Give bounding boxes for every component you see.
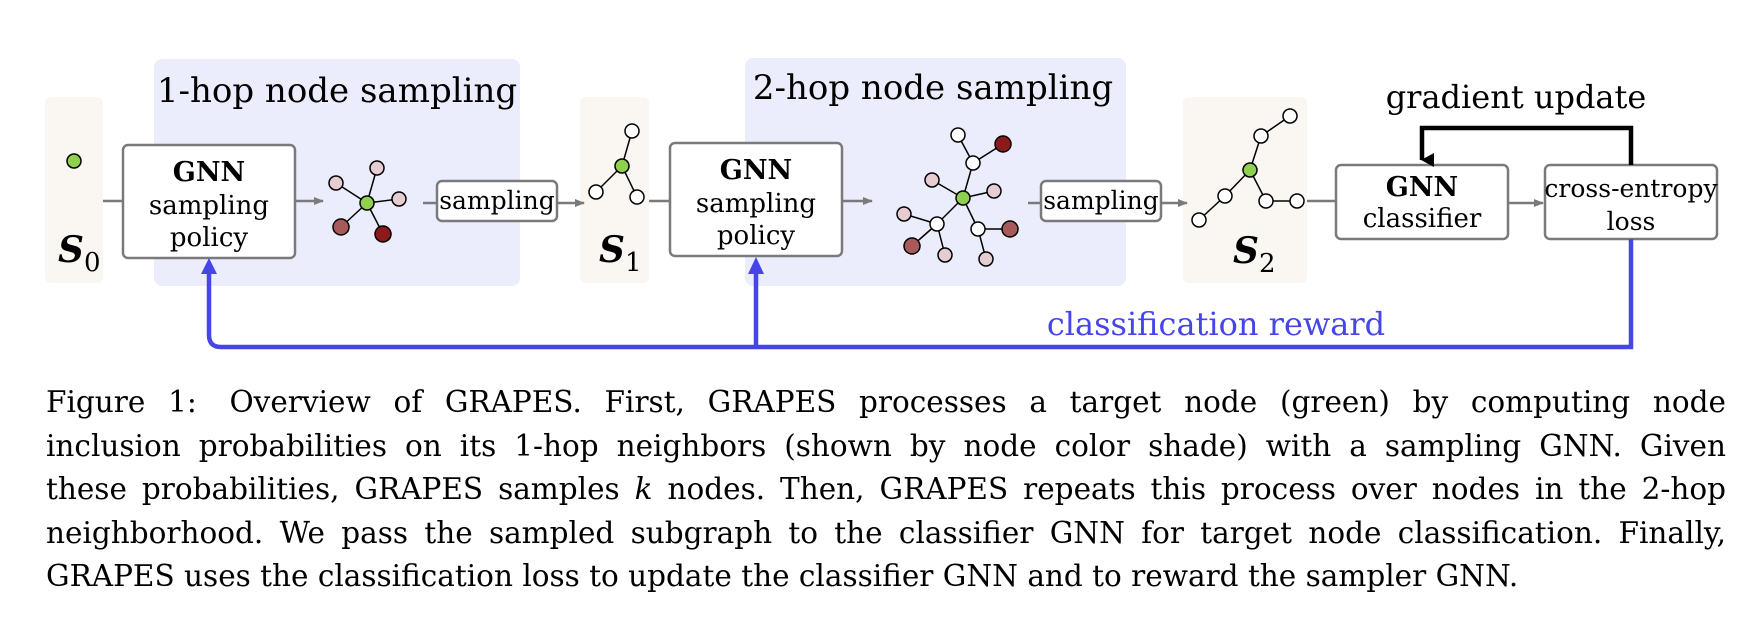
reward-arrowhead-2 xyxy=(748,257,764,274)
panel-1hop-title: 1-hop node sampling xyxy=(157,71,517,111)
sampling1-label: sampling xyxy=(439,186,555,215)
policy2-line1: sampling xyxy=(696,189,816,219)
node-target xyxy=(359,195,375,211)
figure-caption: Figure 1: Overview of GRAPES. First, GRA… xyxy=(46,381,1726,599)
node-prob xyxy=(374,225,392,243)
grapes-overview-figure: 1-hop node sampling 2-hop node sampling … xyxy=(45,58,1718,350)
node-prob xyxy=(328,175,344,191)
classifier-line1: classifier xyxy=(1363,204,1482,234)
s2-label: S2 xyxy=(1233,230,1276,279)
policy1-line2: policy xyxy=(170,223,248,253)
caption-line-1: Overview of GRAPES. First, GRAPES proces… xyxy=(229,385,1727,419)
caption-line-3b: nodes. Then, GRAPES repeats this process… xyxy=(652,472,1726,506)
panel-2hop-title: 2-hop node sampling xyxy=(753,68,1113,108)
gradient-update-arrow xyxy=(1419,125,1634,167)
caption-line-5: GRAPES uses the classification loss to u… xyxy=(46,559,1519,593)
gradient-update-label: gradient update xyxy=(1386,78,1647,116)
s2-background xyxy=(1183,97,1307,283)
s0-label: S0 xyxy=(58,229,101,278)
classification-reward-label: classification reward xyxy=(1047,305,1385,343)
caption-k: k xyxy=(634,472,653,506)
sampling-policy-box-2 xyxy=(668,141,844,258)
s2-graph xyxy=(1191,108,1305,228)
policy1-title: GNN xyxy=(173,157,245,188)
s1-label: S1 xyxy=(599,229,642,278)
s1-background xyxy=(580,97,649,283)
loss-line2: loss xyxy=(1607,207,1656,236)
policy1-line1: sampling xyxy=(149,191,269,221)
caption-label: Figure 1: xyxy=(46,385,197,419)
one-hop-graph xyxy=(328,160,407,243)
s0-background xyxy=(45,97,103,283)
policy2-title: GNN xyxy=(720,155,792,186)
s1-graph xyxy=(588,123,645,205)
node-prob xyxy=(332,218,350,236)
caption-line-3a: these probabilities, GRAPES samples xyxy=(46,472,635,506)
caption-line-2: inclusion probabilities on its 1-hop nei… xyxy=(46,428,1726,463)
sampling-box-2 xyxy=(1039,179,1163,223)
node-prob xyxy=(391,191,407,207)
policy2-line2: policy xyxy=(717,221,795,251)
loss-line1: cross-entropy xyxy=(1544,174,1718,203)
caption-line-4: neighborhood. We pass the sampled subgra… xyxy=(46,515,1726,550)
reward-arrowhead-1 xyxy=(201,258,217,274)
two-hop-graph xyxy=(896,127,1019,267)
s0-target-node xyxy=(66,153,82,169)
sampling2-label: sampling xyxy=(1043,186,1159,215)
node-prob xyxy=(369,160,385,176)
classification-reward-path xyxy=(206,239,1634,350)
classifier-title: GNN xyxy=(1386,172,1458,203)
sampling-box-1 xyxy=(435,179,559,223)
